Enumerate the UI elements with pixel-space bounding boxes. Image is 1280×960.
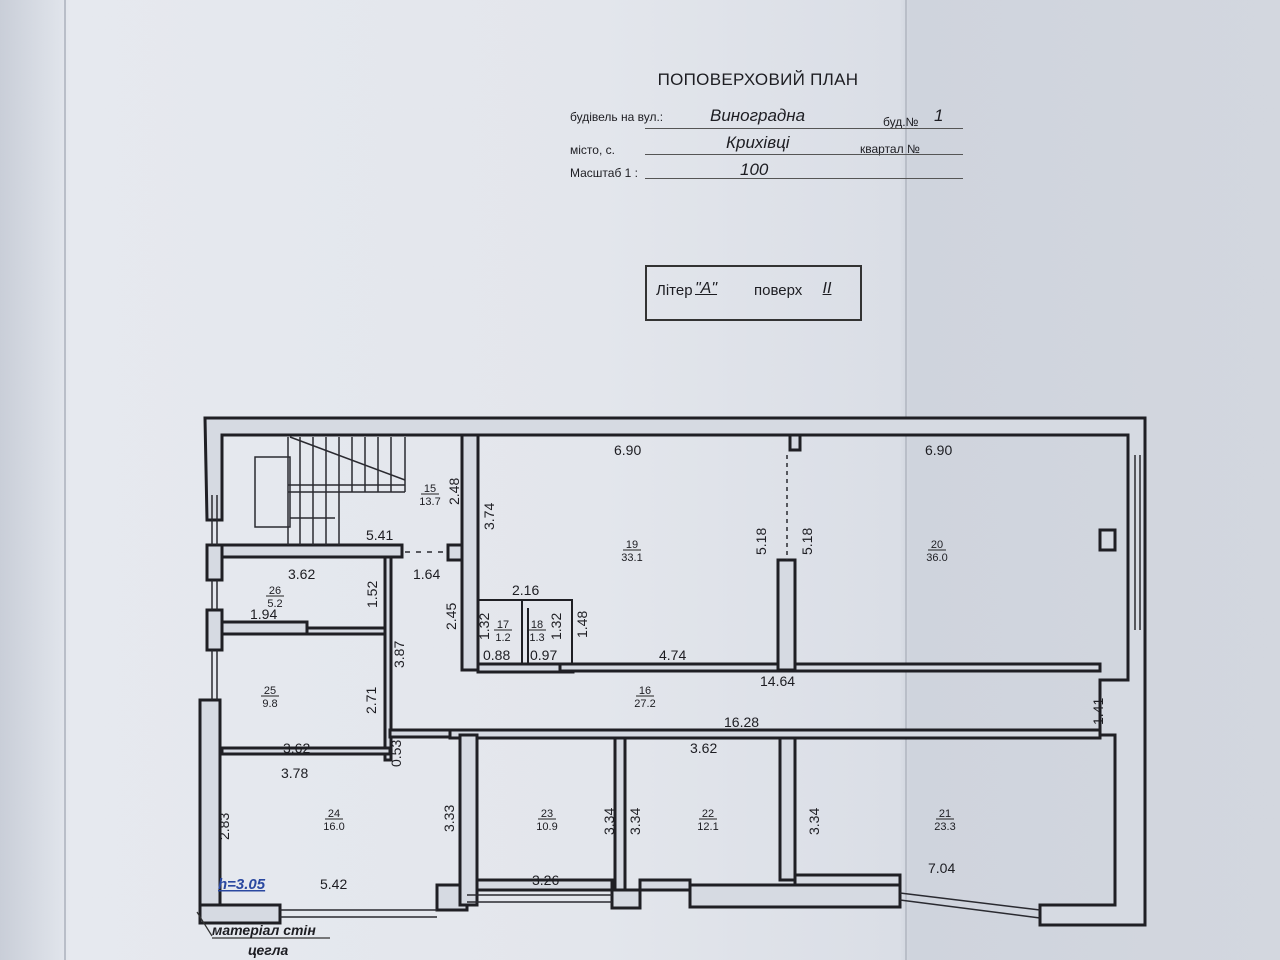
street-underline xyxy=(645,128,963,129)
dimension-label: 3.87 xyxy=(391,641,407,668)
city-underline xyxy=(645,154,963,155)
scale-label: Масштаб 1 : xyxy=(570,166,639,180)
dimension-label: 1.48 xyxy=(574,611,590,638)
street-value: Виноградна xyxy=(710,106,806,125)
dimension-label: 1.32 xyxy=(476,613,492,640)
dimension-label: 0.97 xyxy=(530,647,557,663)
dimension-label: 6.90 xyxy=(614,442,641,458)
room-area: 12.1 xyxy=(697,821,718,833)
room-area: 36.0 xyxy=(926,552,947,564)
room-area: 5.2 xyxy=(267,598,282,610)
dimension-label: 7.04 xyxy=(928,860,955,876)
dimension-label: 6.90 xyxy=(925,442,952,458)
city-label: місто, с. xyxy=(570,143,615,157)
dimension-label: 3.34 xyxy=(627,808,643,835)
dimension-label: 1.32 xyxy=(548,613,564,640)
room-number: 18 xyxy=(531,619,543,631)
floor-label: поверх xyxy=(754,282,803,299)
dimension-label: 3.62 xyxy=(690,740,717,756)
walls xyxy=(198,416,1147,927)
floor-value: II xyxy=(822,280,832,297)
room-number: 21 xyxy=(939,808,951,820)
dimension-label: 0.88 xyxy=(483,647,510,663)
dimension-label: 3.74 xyxy=(481,503,497,530)
dimension-label: 4.74 xyxy=(659,647,686,663)
room-area: 1.3 xyxy=(529,632,544,644)
dimension-label: 2.71 xyxy=(363,687,379,714)
dimension-label: 1.64 xyxy=(413,566,440,582)
block-label: квартал № xyxy=(860,142,920,156)
dimension-label: 3.26 xyxy=(532,872,559,888)
building-no-value: 1 xyxy=(934,106,944,125)
room-area: 23.3 xyxy=(934,821,955,833)
stairs xyxy=(254,436,406,545)
room-number: 17 xyxy=(497,619,509,631)
room-area: 27.2 xyxy=(634,698,655,710)
wall-material-value: цегла xyxy=(248,942,288,958)
city-value: Крихівці xyxy=(726,133,790,152)
dimension-label: 2.48 xyxy=(446,478,462,505)
dimension-label: 0.53 xyxy=(388,740,404,767)
room-number: 22 xyxy=(702,808,714,820)
dimension-label: 3.78 xyxy=(281,765,308,781)
room-area: 10.9 xyxy=(536,821,557,833)
room-number: 25 xyxy=(264,685,276,697)
room-area: 9.8 xyxy=(262,698,277,710)
dimension-label: 3.33 xyxy=(441,805,457,832)
dimension-label: 5.41 xyxy=(366,527,393,543)
windows xyxy=(211,455,1141,919)
dimension-label: 1.94 xyxy=(250,606,277,622)
litera-floor-box: Літер "А" поверх II xyxy=(645,265,862,321)
dimension-label: 2.16 xyxy=(512,582,539,598)
material-leader xyxy=(196,911,213,937)
dimension-label: 5.18 xyxy=(753,528,769,555)
dimension-label: 5.42 xyxy=(320,876,347,892)
room-number: 19 xyxy=(626,539,638,551)
page-fold-right xyxy=(905,0,907,960)
page-fold-left xyxy=(64,0,66,960)
dimension-label: 3.62 xyxy=(283,740,310,756)
ceiling-height: h=3.05 xyxy=(218,876,266,893)
room-number: 26 xyxy=(269,585,281,597)
room-number: 24 xyxy=(328,808,340,820)
dimension-label: 3.34 xyxy=(601,808,617,835)
room-number: 16 xyxy=(639,685,651,697)
dimension-label: 3.62 xyxy=(288,566,315,582)
dimension-label: 2.83 xyxy=(216,813,232,840)
dimension-label: 3.34 xyxy=(806,808,822,835)
building-no-label: буд.№ xyxy=(883,115,919,129)
room-number: 15 xyxy=(424,483,436,495)
dimension-label: 14.64 xyxy=(760,673,795,689)
dimension-label: 5.18 xyxy=(799,528,815,555)
room-area: 16.0 xyxy=(323,821,344,833)
scale-value: 100 xyxy=(740,160,769,179)
dimension-label: 2.45 xyxy=(443,603,459,630)
room-number: 20 xyxy=(931,539,943,551)
closets-17-18 xyxy=(477,599,573,665)
dimension-label: 1.52 xyxy=(364,581,380,608)
room-area: 33.1 xyxy=(621,552,642,564)
room-area: 1.2 xyxy=(495,632,510,644)
wall-material-label: матеріал стін xyxy=(212,922,316,938)
street-label: будівель на вул.: xyxy=(570,110,664,124)
litera-value: "А" xyxy=(695,280,718,297)
dimension-label: 16.28 xyxy=(724,714,759,730)
dimension-label: 1.41 xyxy=(1090,698,1106,725)
litera-label: Літер xyxy=(656,282,693,299)
room-area: 13.7 xyxy=(419,496,440,508)
scale-underline xyxy=(645,178,963,179)
room-number: 23 xyxy=(541,808,553,820)
document-title: ПОПОВЕРХОВИЙ ПЛАН xyxy=(657,70,859,89)
